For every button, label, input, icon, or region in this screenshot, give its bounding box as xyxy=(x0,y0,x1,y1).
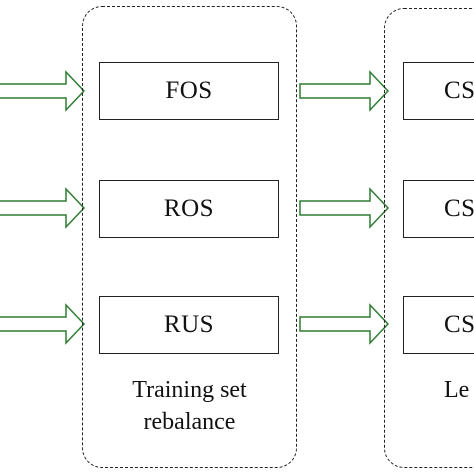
connect-arrow-3 xyxy=(299,303,390,345)
rebalance-caption-line2: rebalance xyxy=(143,409,236,435)
learning-group xyxy=(384,8,474,468)
rebalance-caption: Training set rebalance xyxy=(82,374,297,438)
learning-caption-line1: Le xyxy=(444,377,470,403)
learner-label-1: CS xyxy=(444,77,474,104)
learning-caption-line2: s xyxy=(444,406,474,438)
connect-arrow-1 xyxy=(299,70,390,112)
method-box-rus: RUS xyxy=(99,296,279,354)
learner-label-3: CS xyxy=(444,311,474,338)
method-label-fos: FOS xyxy=(165,77,213,104)
learner-box-1: CS xyxy=(403,62,474,120)
method-box-fos: FOS xyxy=(99,62,279,120)
learner-label-2: CS xyxy=(444,195,474,222)
connect-arrow-2 xyxy=(299,187,390,229)
learner-box-3: CS xyxy=(403,296,474,354)
learner-box-2: CS xyxy=(403,180,474,238)
incoming-arrow-3 xyxy=(0,303,86,345)
incoming-arrow-1 xyxy=(0,70,86,112)
method-label-rus: RUS xyxy=(163,311,215,338)
rebalance-group xyxy=(82,6,297,468)
rebalance-caption-line1: Training set xyxy=(132,377,247,403)
method-label-ros: ROS xyxy=(163,195,215,222)
learning-caption: Le s xyxy=(384,374,474,438)
method-box-ros: ROS xyxy=(99,180,279,238)
incoming-arrow-2 xyxy=(0,187,86,229)
